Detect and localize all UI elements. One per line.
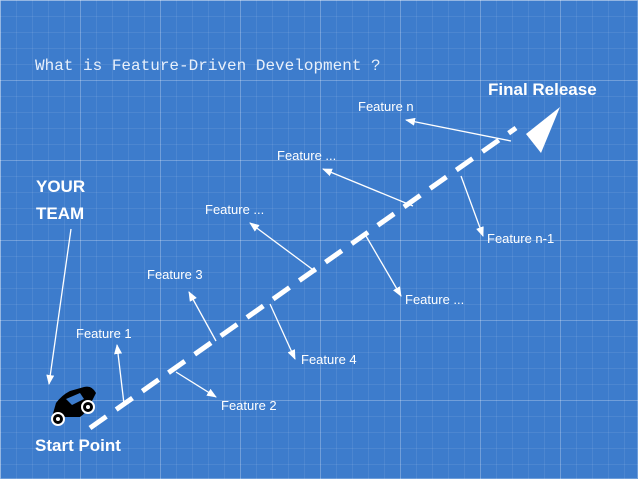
feature-n-1-label: Feature n-1 (487, 231, 555, 246)
team-line-2: TEAM (36, 204, 85, 223)
feature-upper-label: Feature ... (277, 148, 337, 163)
feature-n-1-arrow (460, 175, 484, 237)
final-release-label: Final Release (488, 80, 597, 99)
feature-2-label: Feature 2 (221, 398, 277, 413)
feature-right-label: Feature ... (405, 292, 465, 307)
car-icon (51, 386, 96, 426)
feature-1-label: Feature 1 (76, 326, 132, 341)
feature-3-label: Feature 3 (147, 267, 203, 282)
feature-2-arrow (175, 371, 217, 398)
feature-right-arrow (365, 235, 402, 297)
feature-4-label: Feature 4 (301, 352, 357, 367)
page-title: What is Feature-Driven Development ? (35, 57, 381, 75)
progress-path (88, 125, 518, 431)
feature-n-arrow (405, 117, 512, 142)
team-arrow (46, 228, 72, 385)
start-point-label: Start Point (35, 436, 121, 455)
your-team-label: YOUR TEAM (36, 173, 85, 227)
feature-1-arrow (114, 344, 125, 405)
final-release-arrowhead (526, 107, 560, 153)
feature-4-arrow (269, 303, 296, 360)
feature-3-arrow (188, 291, 217, 342)
team-line-1: YOUR (36, 177, 86, 196)
feature-mid-label: Feature ... (205, 202, 265, 217)
feature-mid-arrow (249, 222, 317, 273)
feature-upper-arrow (322, 168, 414, 207)
feature-n-label: Feature n (358, 99, 414, 114)
